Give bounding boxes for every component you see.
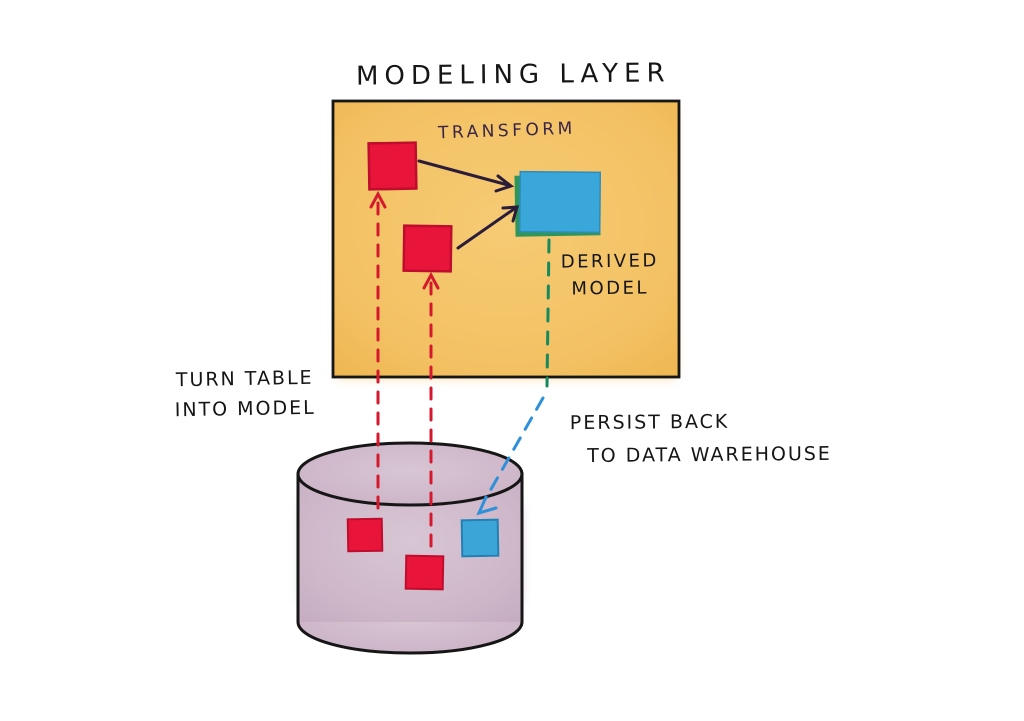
transform-arrow-1-head [494,174,515,193]
source-table-b [402,224,453,273]
warehouse-derived-table [460,518,500,558]
persist-dash-teal [545,238,551,388]
persist-label-line1: PERSIST BACK [569,410,730,435]
derived-model-square [518,170,602,234]
page-title: MODELING LAYER [355,58,671,92]
warehouse-top-ellipse [296,441,524,507]
persist-dash-blue [484,396,545,500]
derived-model-label: DERIVED MODEL [550,247,671,303]
warehouse-outline [296,472,524,655]
warehouse-table-b [404,554,445,591]
lineage-arrowhead-b [422,271,440,290]
turn-table-label-line2: INTO MODEL [174,396,316,422]
derived-model-label-line1: DERIVED [560,250,660,273]
persist-label-line2: TO DATA WAREHOUSE [587,442,832,467]
turn-table-label: TURN TABLE INTO MODEL [163,363,326,426]
transform-arrow-2 [456,207,516,250]
warehouse-table-a [346,517,384,553]
turn-table-label-line1: TURN TABLE [175,366,314,392]
persist-label: PERSIST BACK TO DATA WAREHOUSE [570,405,832,473]
derived-model-label-line2: MODEL [571,277,650,300]
transform-arrow-2-head [501,205,520,223]
persist-arrowhead [476,495,498,516]
transform-arrow-1 [417,159,510,187]
source-table-a [367,141,418,191]
lineage-arrowhead-a [369,190,387,209]
